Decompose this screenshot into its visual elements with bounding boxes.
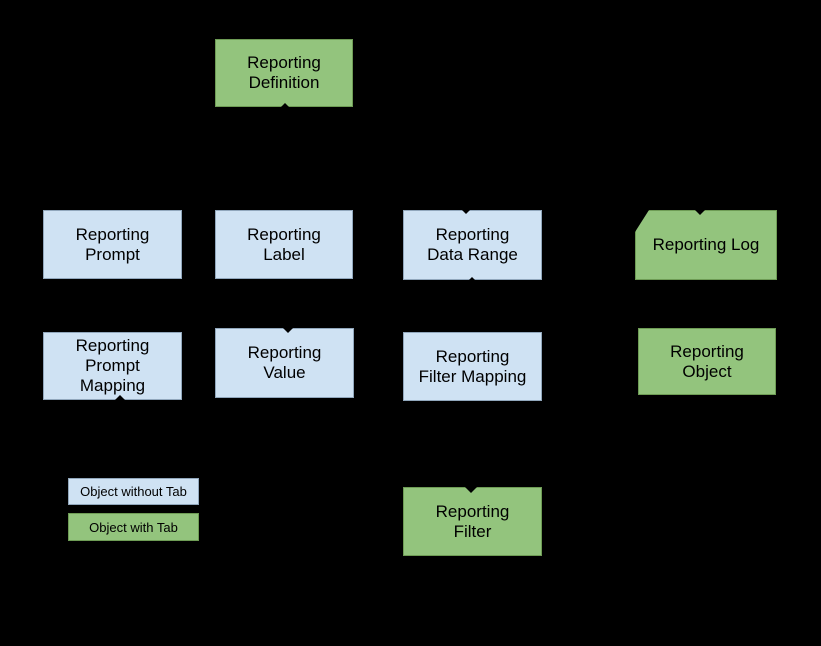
- node-reporting-value[interactable]: Reporting Value: [215, 328, 354, 398]
- node-label: Reporting Definition: [247, 53, 321, 92]
- arrowhead-icon: [462, 210, 470, 214]
- node-label: Reporting Prompt: [75, 224, 150, 264]
- node-reporting-definition[interactable]: Reporting Definition: [215, 39, 353, 107]
- arrowhead-icon: [283, 328, 293, 333]
- legend-label: Object with Tab: [89, 519, 178, 535]
- arrowhead-icon: [115, 395, 125, 400]
- node-reporting-filter-mapping[interactable]: Reporting Filter Mapping: [403, 332, 542, 401]
- arrowhead-icon: [465, 487, 477, 493]
- node-reporting-log[interactable]: Reporting Log: [635, 210, 777, 280]
- node-label: Reporting Filter Mapping: [418, 346, 527, 386]
- node-label: Reporting Label: [247, 224, 321, 264]
- arrowhead-icon: [695, 210, 705, 215]
- arrowhead-icon: [635, 210, 649, 232]
- node-label: Reporting Value: [247, 343, 322, 382]
- legend-item-object-with-tab: Object with Tab: [68, 513, 199, 541]
- node-reporting-prompt[interactable]: Reporting Prompt: [43, 210, 182, 279]
- node-reporting-object[interactable]: Reporting Object: [638, 328, 776, 395]
- arrowhead-icon: [281, 103, 289, 107]
- node-label: Reporting Object: [670, 341, 744, 381]
- legend-item-object-without-tab: Object without Tab: [68, 478, 199, 505]
- node-label: Reporting Log: [652, 235, 760, 254]
- node-label: Reporting Filter: [435, 501, 510, 541]
- legend-label: Object without Tab: [80, 484, 187, 499]
- node-reporting-prompt-mapping[interactable]: Reporting Prompt Mapping: [43, 332, 182, 400]
- node-label: Reporting Data Range: [427, 225, 518, 264]
- arrowhead-icon: [469, 277, 475, 280]
- node-reporting-filter[interactable]: Reporting Filter: [403, 487, 542, 556]
- node-reporting-data-range[interactable]: Reporting Data Range: [403, 210, 542, 280]
- node-reporting-label[interactable]: Reporting Label: [215, 210, 353, 279]
- node-label: Reporting Prompt Mapping: [75, 336, 150, 395]
